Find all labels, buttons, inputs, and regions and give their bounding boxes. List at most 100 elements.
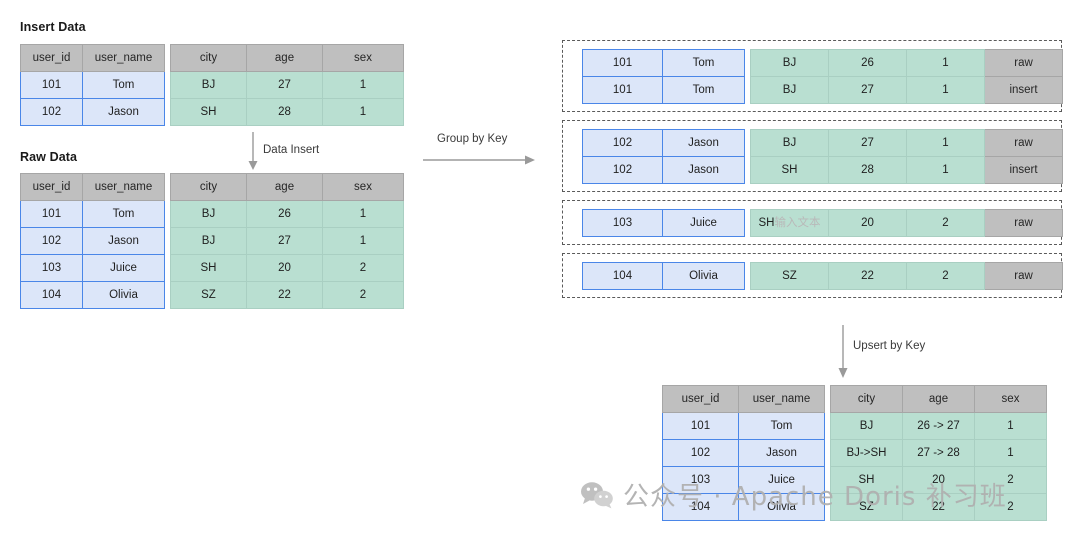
upsert-by-key-arrow bbox=[838, 325, 848, 378]
cell-city: BJ bbox=[170, 200, 247, 228]
column-gap bbox=[824, 466, 831, 494]
cell-city: SZ bbox=[170, 281, 247, 309]
raw-data-title: Raw Data bbox=[20, 150, 78, 164]
cell-age: 28 bbox=[246, 98, 323, 126]
cell-user-id: 102 bbox=[20, 98, 83, 126]
cell-tag: raw bbox=[984, 209, 1063, 237]
cell-city: BJ bbox=[750, 49, 829, 77]
cell-user-name: Olivia bbox=[82, 281, 165, 309]
cell-user-name: Tom bbox=[662, 49, 745, 77]
column-gap bbox=[164, 173, 171, 201]
cell-sex: 1 bbox=[974, 439, 1047, 467]
cell-sex: 1 bbox=[906, 76, 985, 104]
column-gap bbox=[164, 71, 171, 99]
wechat-icon bbox=[581, 481, 613, 508]
cell-sex: 2 bbox=[906, 262, 985, 290]
cell-age: 20 bbox=[902, 466, 975, 494]
cell-user-id: 103 bbox=[662, 466, 739, 494]
cell-tag: raw bbox=[984, 129, 1063, 157]
column-header-user-name: user_name bbox=[738, 385, 825, 413]
cell-sex: 2 bbox=[906, 209, 985, 237]
cell-user-id: 102 bbox=[582, 129, 663, 157]
cell-user-id: 101 bbox=[662, 412, 739, 440]
cell-age: 27 bbox=[828, 129, 907, 157]
column-header-user-id: user_id bbox=[20, 44, 83, 72]
cell-sex: 1 bbox=[906, 129, 985, 157]
cell-city: SH bbox=[170, 98, 247, 126]
city-value: SH bbox=[758, 217, 775, 229]
cell-user-name: Tom bbox=[82, 200, 165, 228]
column-header-city: city bbox=[830, 385, 903, 413]
column-gap bbox=[744, 49, 751, 77]
cell-sex: 2 bbox=[322, 254, 404, 282]
cell-sex: 1 bbox=[322, 200, 404, 228]
cell-user-name: Juice bbox=[662, 209, 745, 237]
data-insert-arrow bbox=[248, 132, 258, 170]
cell-city: BJ->SH bbox=[830, 439, 903, 467]
column-gap bbox=[744, 262, 751, 290]
cell-sex: 2 bbox=[322, 281, 404, 309]
cell-user-name: Tom bbox=[738, 412, 825, 440]
cell-user-name: Tom bbox=[82, 71, 165, 99]
cell-tag: raw bbox=[984, 262, 1063, 290]
cell-user-id: 101 bbox=[582, 49, 663, 77]
column-header-age: age bbox=[902, 385, 975, 413]
cell-city: BJ bbox=[170, 227, 247, 255]
cell-age: 20 bbox=[246, 254, 323, 282]
city-placeholder-text: 输入文本 bbox=[774, 217, 821, 229]
column-header-user-id: user_id bbox=[20, 173, 83, 201]
cell-user-id: 102 bbox=[582, 156, 663, 184]
column-gap bbox=[744, 209, 751, 237]
cell-city: SH输入文本 bbox=[750, 209, 829, 237]
cell-user-name: Jason bbox=[662, 156, 745, 184]
cell-age: 27 -> 28 bbox=[902, 439, 975, 467]
cell-user-id: 101 bbox=[20, 200, 83, 228]
column-gap bbox=[824, 385, 831, 413]
cell-age: 28 bbox=[828, 156, 907, 184]
column-header-sex: sex bbox=[322, 44, 404, 72]
cell-city: BJ bbox=[750, 76, 829, 104]
cell-user-name: Jason bbox=[662, 129, 745, 157]
cell-sex: 2 bbox=[974, 466, 1047, 494]
cell-sex: 1 bbox=[906, 156, 985, 184]
cell-age: 22 bbox=[902, 493, 975, 521]
insert-data-title: Insert Data bbox=[20, 20, 86, 34]
cell-tag: insert bbox=[984, 156, 1063, 184]
cell-age: 26 -> 27 bbox=[902, 412, 975, 440]
column-header-sex: sex bbox=[974, 385, 1047, 413]
data-insert-label: Data Insert bbox=[263, 144, 320, 156]
group-by-key-label: Group by Key bbox=[437, 133, 508, 145]
column-header-sex: sex bbox=[322, 173, 404, 201]
column-header-age: age bbox=[246, 173, 323, 201]
column-header-city: city bbox=[170, 44, 247, 72]
cell-user-name: Olivia bbox=[738, 493, 825, 521]
cell-city: BJ bbox=[750, 129, 829, 157]
group-by-key-arrow bbox=[423, 155, 535, 165]
cell-user-name: Juice bbox=[738, 466, 825, 494]
column-gap bbox=[164, 227, 171, 255]
column-header-user-id: user_id bbox=[662, 385, 739, 413]
column-gap bbox=[164, 44, 171, 72]
cell-user-name: Olivia bbox=[662, 262, 745, 290]
cell-user-id: 103 bbox=[582, 209, 663, 237]
cell-age: 26 bbox=[828, 49, 907, 77]
cell-city: SH bbox=[830, 466, 903, 494]
column-header-age: age bbox=[246, 44, 323, 72]
cell-age: 20 bbox=[828, 209, 907, 237]
cell-sex: 1 bbox=[974, 412, 1047, 440]
cell-user-id: 103 bbox=[20, 254, 83, 282]
cell-sex: 2 bbox=[974, 493, 1047, 521]
